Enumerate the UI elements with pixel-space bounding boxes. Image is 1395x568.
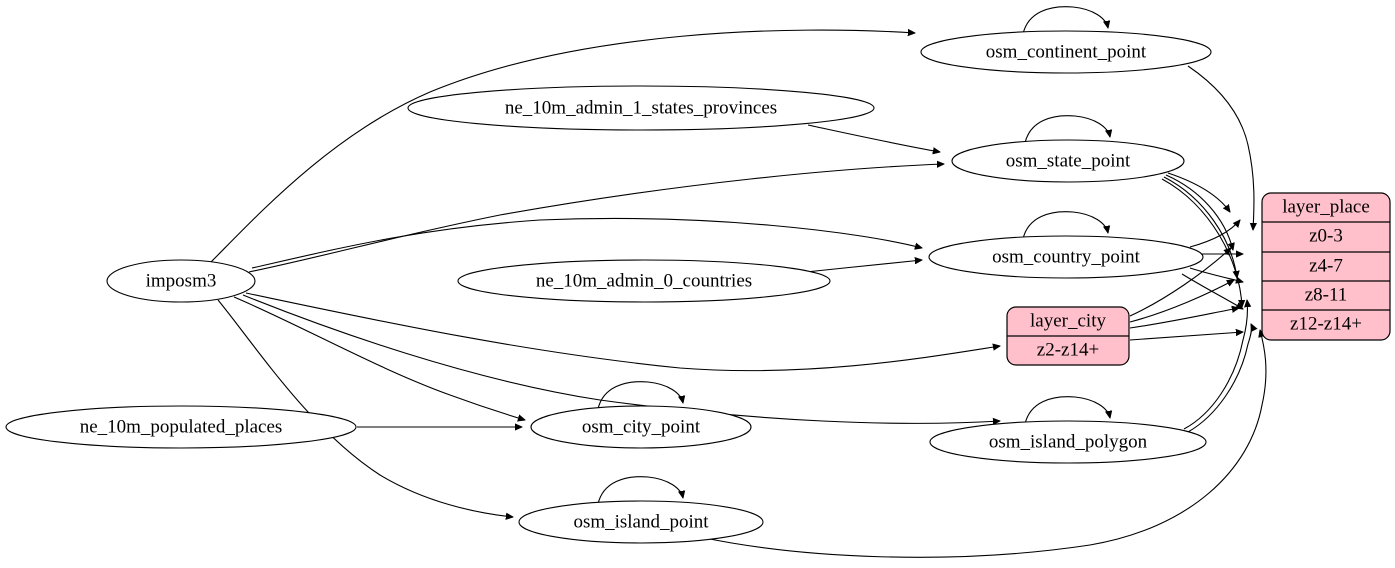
edge-imposm3-to-layer_city [245,292,1000,372]
layer_place-row-z8-11-label: z8-11 [1305,284,1348,305]
edge-osm_country_point-to-layer_place-z0-3 [1189,220,1240,248]
node-layer_city[interactable]: layer_city z2-z14+ [1006,306,1130,366]
node-ne_10m_admin_0_countries[interactable]: ne_10m_admin_0_countries [457,259,831,303]
edge-layer_city-to-layer_place-z12-z14 [1129,332,1243,341]
layer_place-row-z4-7-label: z4-7 [1309,255,1343,276]
edge-osm_continent_point-to-layer_place-z0-3 [1187,65,1254,230]
selfloop-osm_country_point [1022,211,1108,240]
edge-osm_state_point-to-layer_place-z4-7 [1165,174,1233,250]
edge-osm_island_point-to-layer_place-z12-z14 [699,330,1267,558]
edge-ne_states_provinces-to-osm_state_point [807,124,940,152]
node-layer_place[interactable]: layer_place z0-3 z4-7 z8-11 z12-z14+ [1261,192,1391,341]
node-layer: imposm3 ne_10m_populated_places ne_10m_a… [5,30,1391,544]
layer_place-header-label: layer_place [1282,196,1370,217]
edge-imposm3-to-osm_city_point [233,296,525,420]
node-osm_country_point-label: osm_country_point [992,246,1140,267]
edge-ne_countries-to-osm_country_point [805,260,922,273]
edge-layer_city-to-layer_place-z0-3 [1129,248,1231,317]
node-osm_country_point[interactable]: osm_country_point [928,235,1204,279]
node-osm_state_point[interactable]: osm_state_point [951,139,1185,183]
layer_place-row-z12-z14-label: z12-z14+ [1290,313,1362,334]
node-imposm3-label: imposm3 [146,270,217,291]
node-osm_island_polygon[interactable]: osm_island_polygon [929,420,1207,464]
layer_city-header-label: layer_city [1030,310,1106,331]
node-ne_10m_populated_places-label: ne_10m_populated_places [80,416,283,437]
node-ne_10m_admin_1_states_provinces-label: ne_10m_admin_1_states_provinces [505,97,777,118]
edge-layer [208,6,1267,558]
selfloop-osm_state_point [1024,115,1110,144]
edge-osm_island_polygon-to-layer_place-z8-11 [1183,300,1248,430]
node-imposm3[interactable]: imposm3 [106,259,256,303]
node-osm_city_point-label: osm_city_point [582,416,701,437]
edge-imposm3-to-osm_island_point [217,299,513,517]
edge-imposm3-to-osm_state_point [248,164,944,273]
edge-imposm3-to-osm_country_point [251,217,922,269]
node-osm_state_point-label: osm_state_point [1006,150,1131,171]
node-osm_island_point-label: osm_island_point [573,511,709,532]
edge-imposm3-to-osm_continent_point [208,30,915,265]
node-ne_10m_populated_places[interactable]: ne_10m_populated_places [5,405,357,449]
edge-osm_state_point-to-layer_place-z12-z14 [1161,178,1242,307]
edge-imposm3-to-osm_island_polygon [242,294,1000,423]
edge-layer_city-to-layer_place-z4-7 [1129,280,1234,323]
node-osm_island_point[interactable]: osm_island_point [518,500,764,544]
selfloop-osm_continent_point [1022,6,1108,35]
node-ne_10m_admin_1_states_provinces[interactable]: ne_10m_admin_1_states_provinces [407,85,875,131]
node-osm_continent_point-label: osm_continent_point [986,41,1147,62]
layer_city-row-z2-z14-label: z2-z14+ [1037,339,1099,360]
selfloop-osm_island_point [597,476,683,505]
edge-osm_island_polygon-to-layer_place-z12-z14 [1187,324,1252,433]
selfloop-osm_island_polygon [1024,396,1110,425]
edge-osm_state_point-to-layer_place-z0-3 [1167,172,1230,212]
node-osm_continent_point[interactable]: osm_continent_point [920,30,1212,74]
edge-osm_state_point-to-layer_place-z8-11 [1163,176,1237,278]
layer_place-row-z0-3-label: z0-3 [1309,225,1343,246]
node-osm_island_polygon-label: osm_island_polygon [989,431,1148,452]
selfloop-osm_city_point [597,381,683,410]
node-ne_10m_admin_0_countries-label: ne_10m_admin_0_countries [536,270,752,291]
edge-layer_city-to-layer_place-z8-11 [1129,308,1239,329]
node-osm_city_point[interactable]: osm_city_point [530,405,752,449]
edge-osm_country_point-to-layer_place-z8-11 [1189,267,1243,282]
